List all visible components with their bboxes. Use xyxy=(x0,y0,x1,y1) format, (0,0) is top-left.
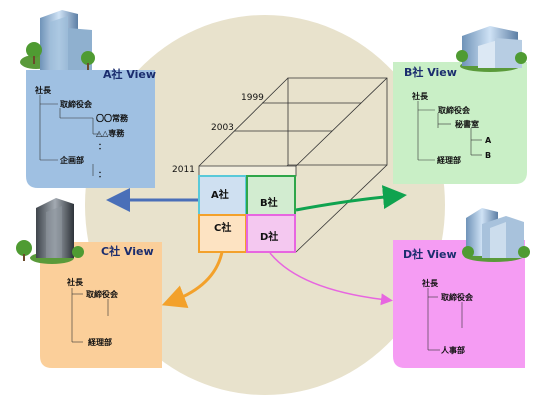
building-icon-b xyxy=(456,26,527,72)
building-icon-a xyxy=(20,10,95,70)
c-view-panel: C社 View 社長 取締役会 経理部 xyxy=(16,198,162,368)
year-label-2003: 2003 xyxy=(211,123,234,133)
c-org-president: 社長 xyxy=(66,277,84,287)
time-cube xyxy=(198,77,388,253)
a-org-president: 社長 xyxy=(34,85,52,95)
c-org-board: 取締役会 xyxy=(86,289,118,299)
a-org-ellipsis-2: ： xyxy=(98,170,106,179)
cell-label-a: A社 xyxy=(211,188,229,201)
year-label-1999: 1999 xyxy=(241,93,264,103)
a-org-ellipsis-1: ： xyxy=(98,142,106,151)
b-org-board: 取締役会 xyxy=(438,105,470,115)
d-view-panel: D社 View 社長 取締役会 人事部 xyxy=(393,208,530,368)
building-icon-d xyxy=(462,208,530,262)
a-view-title: A社 View xyxy=(103,67,156,81)
a-org-director-1: 〇〇常務 xyxy=(96,113,129,123)
a-org-director-2: △△専務 xyxy=(96,128,125,138)
cell-d xyxy=(246,214,296,253)
d-org-board: 取締役会 xyxy=(441,292,473,302)
b-org-president: 社長 xyxy=(411,91,429,101)
b-org-a: A xyxy=(485,136,492,145)
arrow-to-b-view xyxy=(295,185,407,212)
cell-label-c: C社 xyxy=(214,221,231,234)
d-org-hr: 人事部 xyxy=(441,345,465,355)
d-view-title: D社 View xyxy=(403,247,457,261)
b-org-b: B xyxy=(485,151,491,160)
cell-c xyxy=(198,214,247,253)
a-org-planning: 企画部 xyxy=(59,155,84,165)
c-org-accounting: 経理部 xyxy=(88,337,112,347)
b-org-secretariat: 秘書室 xyxy=(455,119,479,129)
c-view-title: C社 View xyxy=(101,244,154,258)
a-org-board: 取締役会 xyxy=(60,99,92,109)
year-label-2011: 2011 xyxy=(172,165,195,175)
cell-label-b: B社 xyxy=(260,196,278,209)
arrow-to-c-view xyxy=(161,251,224,308)
a-view-panel: A社 View 社長 取締役会 〇〇常務 △△専務 ： 企画部 ： xyxy=(20,10,156,188)
cell-label-d: D社 xyxy=(260,230,278,243)
b-view-panel: B社 View 社長 取締役会 秘書室 A B 経理部 xyxy=(393,26,527,184)
company-grid xyxy=(198,175,296,253)
b-view-title: B社 View xyxy=(404,65,457,79)
d-org-president: 社長 xyxy=(421,278,439,288)
b-org-accounting: 経理部 xyxy=(437,155,461,165)
building-icon-c xyxy=(16,198,84,264)
arrow-to-d-view xyxy=(269,252,393,306)
cell-b xyxy=(246,175,296,216)
